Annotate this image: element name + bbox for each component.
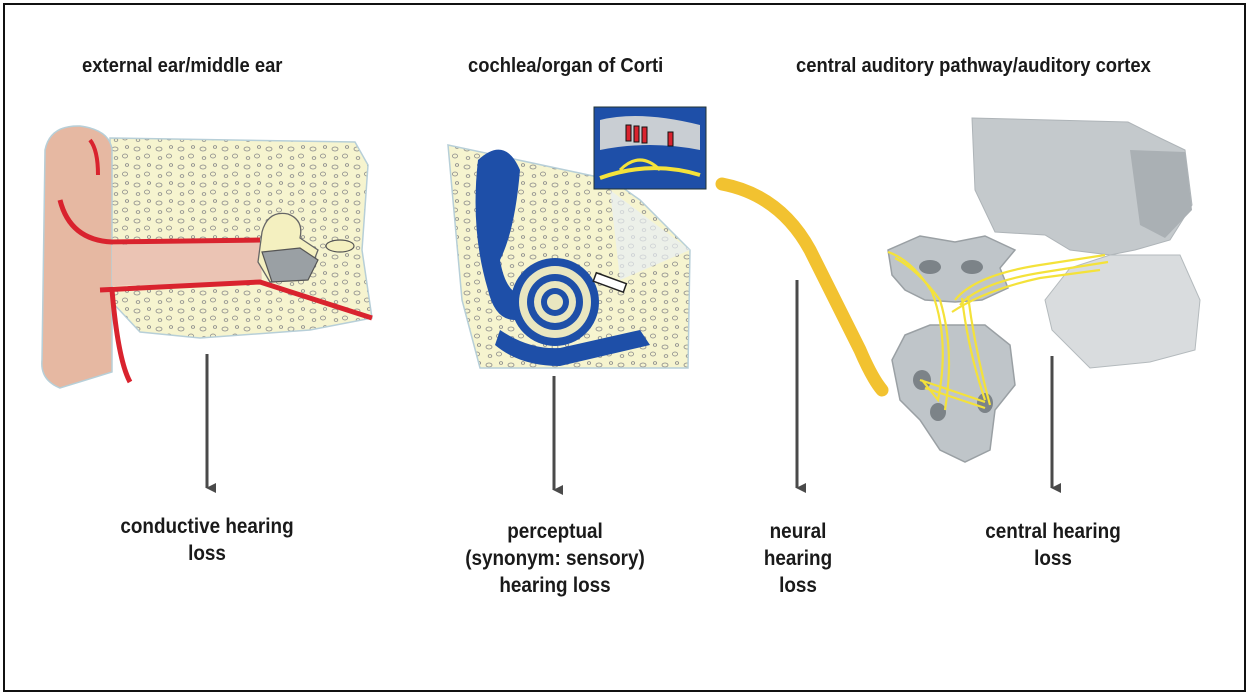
organ-of-corti-inset	[594, 107, 706, 189]
brain-illustration	[972, 118, 1200, 368]
label-perceptual-hearing-loss: perceptual (synonym: sensory) hearing lo…	[461, 518, 650, 599]
auditory-nerve	[722, 184, 882, 390]
label-neural-hearing-loss: neural hearing loss	[753, 518, 843, 599]
label-conductive-hearing-loss: conductive hearing loss	[111, 513, 304, 567]
ear-illustration	[42, 126, 372, 388]
label-central-hearing-loss: central hearing loss	[960, 518, 1145, 572]
